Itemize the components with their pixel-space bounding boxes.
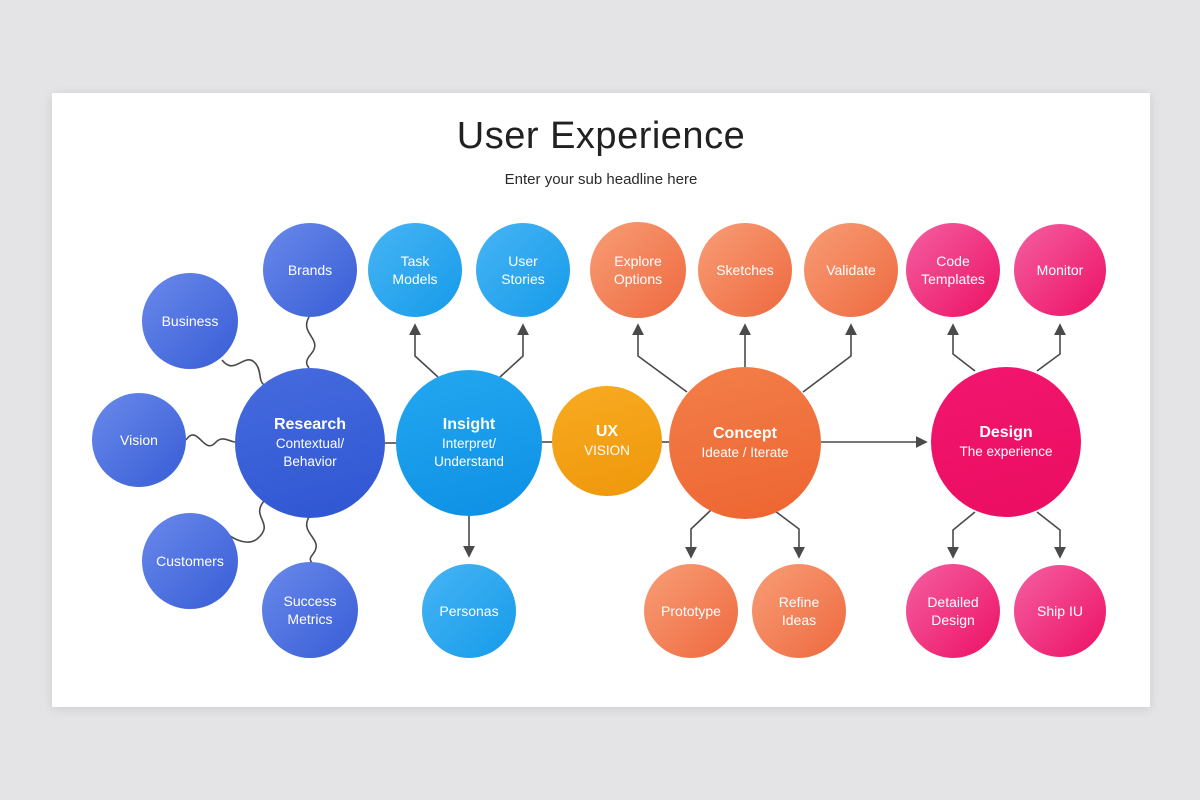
node-sketches: Sketches — [698, 223, 792, 317]
connector-design-detailed-design — [947, 511, 976, 559]
node-personas: Personas — [422, 564, 516, 658]
node-business: Business — [142, 273, 238, 369]
connector-research-business — [221, 359, 265, 386]
node-detailed-design-label: Detailed Design — [927, 593, 979, 628]
node-research: Research Contextual/ Behavior — [235, 368, 385, 518]
node-prototype-label: Prototype — [661, 602, 721, 619]
node-explore-options-label: Explore Options — [613, 252, 663, 287]
node-customers-label: Customers — [156, 552, 224, 569]
node-refine-ideas-label: Refine Ideas — [778, 593, 820, 628]
connector-insight-user-stories — [499, 323, 529, 378]
slide-canvas: User Experience Enter your sub headline … — [52, 93, 1150, 707]
node-success-metrics: Success Metrics — [262, 562, 358, 658]
node-concept-title: Concept — [713, 425, 777, 443]
node-ux-vision-subtitle: VISION — [584, 443, 630, 459]
node-monitor: Monitor — [1014, 224, 1106, 316]
node-design-title: Design — [979, 424, 1033, 442]
node-business-label: Business — [161, 312, 219, 329]
node-personas-label: Personas — [439, 602, 499, 619]
connector-concept-explore-options — [632, 323, 688, 393]
node-monitor-label: Monitor — [1036, 261, 1084, 278]
node-sketches-label: Sketches — [716, 261, 774, 278]
connector-design-code-templates — [947, 323, 976, 372]
node-validate-label: Validate — [826, 261, 876, 278]
node-explore-options: Explore Options — [590, 222, 686, 318]
page-subtitle: Enter your sub headline here — [504, 171, 698, 188]
connector-research-vision — [185, 434, 236, 447]
node-research-title: Research — [273, 416, 347, 434]
connector-research-customers — [224, 500, 265, 543]
node-concept: Concept Ideate / Iterate — [669, 367, 821, 519]
node-brands-label: Brands — [287, 261, 333, 278]
node-prototype: Prototype — [644, 564, 738, 658]
node-brands: Brands — [263, 223, 357, 317]
connector-design-ship-iu — [1036, 511, 1066, 559]
node-user-stories-label: User Stories — [501, 252, 545, 287]
connector-concept-prototype — [685, 509, 712, 559]
node-success-metrics-label: Success Metrics — [283, 592, 337, 627]
node-design: Design The experience — [931, 367, 1081, 517]
node-validate: Validate — [804, 223, 898, 317]
node-task-models: Task Models — [368, 223, 462, 317]
node-code-templates-label: Code Templates — [921, 252, 985, 287]
node-insight: Insight Interpret/ Understand — [396, 370, 542, 516]
node-customers: Customers — [142, 513, 238, 609]
connector-design-monitor — [1036, 323, 1066, 372]
connector-concept-refine-ideas — [774, 510, 805, 559]
node-code-templates: Code Templates — [906, 223, 1000, 317]
node-vision: Vision — [92, 393, 186, 487]
node-refine-ideas: Refine Ideas — [752, 564, 846, 658]
node-detailed-design: Detailed Design — [906, 564, 1000, 658]
node-research-subtitle: Contextual/ Behavior — [275, 436, 345, 469]
node-insight-subtitle: Interpret/ Understand — [434, 436, 504, 469]
node-insight-title: Insight — [442, 416, 496, 434]
node-concept-subtitle: Ideate / Iterate — [701, 445, 789, 461]
node-design-subtitle: The experience — [959, 444, 1053, 460]
node-ux-vision: UX VISION — [552, 386, 662, 496]
node-ship-iu: Ship IU — [1014, 565, 1106, 657]
node-ux-vision-title: UX — [595, 423, 619, 441]
node-vision-label: Vision — [120, 431, 158, 448]
node-ship-iu-label: Ship IU — [1037, 602, 1083, 619]
connector-concept-validate — [802, 323, 857, 393]
connector-insight-task-models — [409, 323, 439, 378]
connector-lines — [185, 316, 1066, 564]
node-user-stories: User Stories — [476, 223, 570, 317]
node-task-models-label: Task Models — [392, 252, 438, 287]
connector-research-success-metrics — [306, 516, 317, 564]
page-title: User Experience — [456, 115, 746, 157]
connector-research-brands — [305, 316, 316, 369]
